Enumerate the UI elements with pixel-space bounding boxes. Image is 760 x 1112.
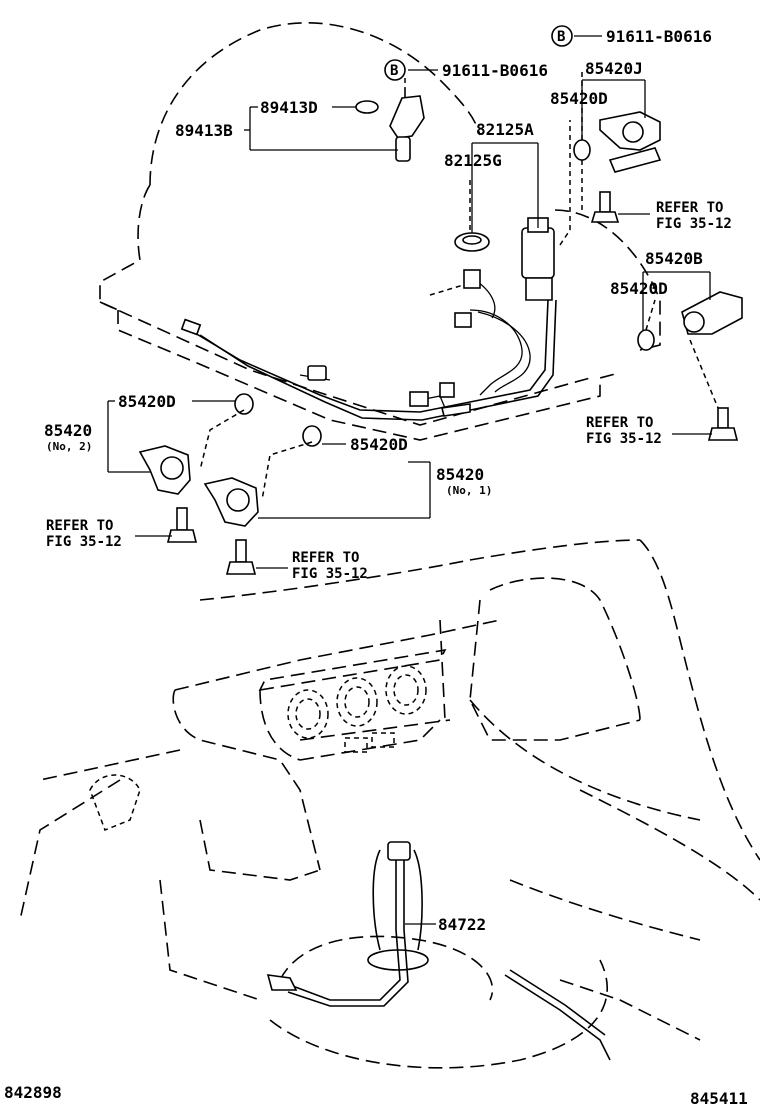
- label-91611-B0616-a: 91611-B0616: [442, 61, 548, 80]
- illustration-code-right: 845411: [690, 1089, 748, 1108]
- label-89413D: 89413D: [260, 98, 318, 117]
- label-85420J: 85420J: [585, 59, 643, 78]
- fig-ref-label: FIG 35-12: [46, 534, 122, 550]
- illustration-code-left: 842898: [4, 1083, 62, 1102]
- grommet-82125G: [454, 232, 490, 252]
- o-ring-85420D-mid: [302, 425, 322, 447]
- label-85420-no2: 85420: [44, 421, 92, 440]
- bolt-icon: [590, 191, 620, 223]
- label-85420D-top: 85420D: [550, 89, 608, 108]
- speed-sensor-82125A: [521, 217, 555, 301]
- o-ring-89413D: [355, 100, 379, 114]
- switch-85420J: [599, 111, 662, 173]
- marker-b-icon: B: [384, 59, 406, 81]
- label-82125G: 82125G: [444, 151, 502, 170]
- refer-label: REFER TO: [46, 518, 113, 534]
- label-84722: 84722: [438, 915, 486, 934]
- label-85420B: 85420B: [645, 249, 703, 268]
- marker-b-icon: B: [551, 25, 573, 47]
- label-85420-no2-sub: (No, 2): [46, 440, 92, 453]
- sensor-89413B: [389, 88, 425, 162]
- label-85420D-left: 85420D: [118, 392, 176, 411]
- svg-text:B: B: [557, 29, 565, 45]
- refer-label: REFER TO: [292, 550, 359, 566]
- label-85420D-right: 85420D: [610, 279, 668, 298]
- label-85420D-mid: 85420D: [350, 435, 408, 454]
- refer-label: REFER TO: [586, 415, 653, 431]
- label-85420-no1-sub: (No, 1): [446, 484, 492, 497]
- label-89413B: 89413B: [175, 121, 233, 140]
- switch-85420-no2: [138, 445, 191, 495]
- switch-85420-no1: [203, 477, 259, 527]
- bolt-icon: [166, 507, 198, 543]
- shift-harness-84722: [266, 841, 611, 1061]
- fig-ref-label: FIG 35-12: [292, 566, 368, 582]
- wire-harness: [180, 269, 557, 421]
- refer-label: REFER TO: [656, 200, 723, 216]
- o-ring-85420D-top: [573, 139, 591, 161]
- bolt-icon: [707, 407, 739, 441]
- o-ring-85420D-left: [234, 393, 254, 415]
- leader-lines: [107, 35, 712, 925]
- label-82125A: 82125A: [476, 120, 534, 139]
- dashboard-outline: [19, 539, 760, 1069]
- fig-ref-label: FIG 35-12: [586, 431, 662, 447]
- fig-ref-label: FIG 35-12: [656, 216, 732, 232]
- bolt-icon: [225, 539, 257, 575]
- transmission-outline: [99, 22, 661, 441]
- label-85420-no1: 85420: [436, 465, 484, 484]
- svg-text:B: B: [390, 63, 398, 79]
- switch-85420B: [681, 291, 743, 335]
- o-ring-85420D-right: [637, 329, 655, 351]
- label-91611-B0616-b: 91611-B0616: [606, 27, 712, 46]
